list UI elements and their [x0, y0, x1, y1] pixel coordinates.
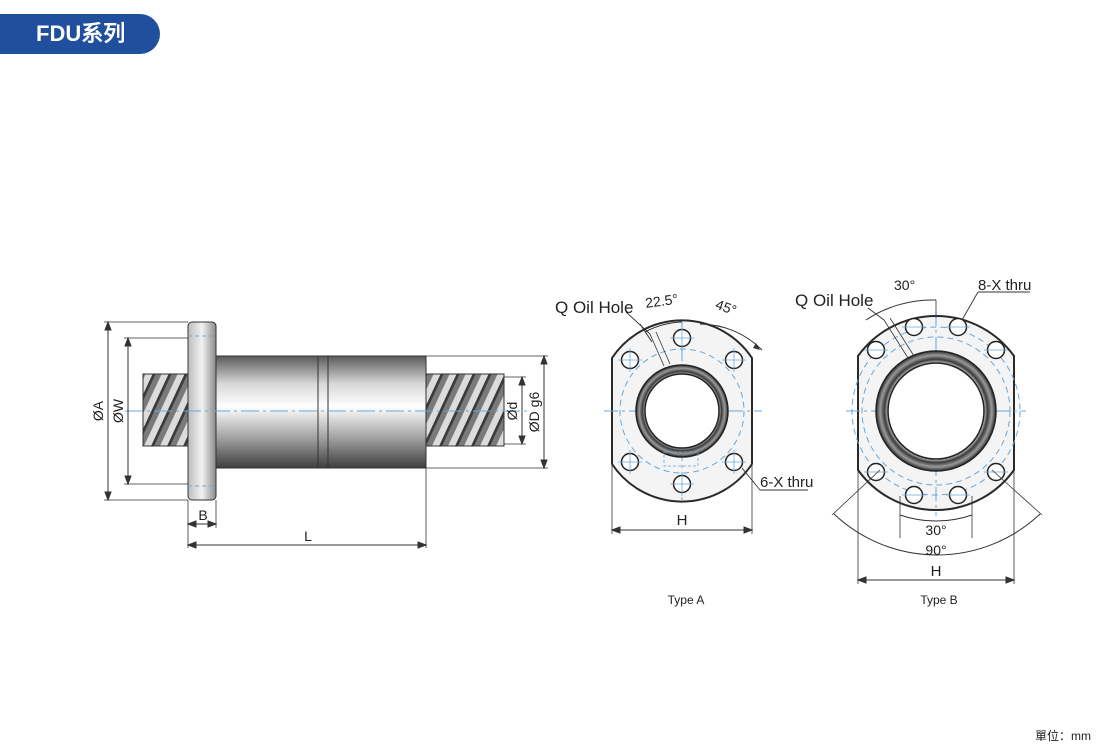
type-a-angle-2: 45°: [714, 296, 739, 318]
nut-body-1: [215, 355, 319, 469]
type-b-oil-hole: [883, 317, 915, 359]
dim-L: [186, 468, 428, 549]
type-b-thru-label: 8-X thru: [978, 277, 1031, 294]
L-label: L: [304, 528, 312, 544]
type-b-angle-top: 30°: [894, 277, 915, 293]
B-label: B: [198, 507, 207, 523]
type-b-dim-H: [856, 470, 1016, 584]
type-a-dim-H: [610, 464, 754, 534]
unit-note: 單位：mm: [1035, 729, 1091, 743]
nut-spacer: [317, 355, 329, 469]
dim-D: [426, 354, 548, 470]
type-b-oil-hole-label: Q Oil Hole: [795, 291, 873, 310]
type-a-angle-1: 22.5°: [644, 291, 679, 311]
series-title: FDU系列: [0, 14, 160, 54]
type-b-view: Q Oil Hole 30° 8-X thru 30° 90° H Type B: [795, 277, 1043, 607]
side-view: ØA ØW Ød ØD g6: [90, 320, 548, 549]
type-b-angle-bottom-2: 90°: [925, 542, 946, 558]
dia-D-label: ØD g6: [526, 392, 542, 433]
dim-B: [186, 500, 218, 548]
type-a-thru-label: 6-X thru: [760, 474, 813, 491]
dim-A: [104, 320, 188, 502]
type-a-caption: Type A: [668, 593, 705, 607]
dia-d-label: Ød: [504, 402, 520, 421]
type-a-oil-hole-label: Q Oil Hole: [555, 298, 633, 317]
dia-W-label: ØW: [110, 398, 126, 423]
type-b-angle-bottom-1: 30°: [925, 522, 946, 538]
type-b-caption: Type B: [920, 593, 957, 607]
type-b-H-label: H: [931, 563, 942, 580]
screw-shaft-right: [425, 373, 505, 447]
screw-shaft-left: [142, 373, 194, 447]
dia-A-label: ØA: [90, 400, 106, 421]
type-a-view: Q Oil Hole 22.5° 45° 6-X thru H Type A: [555, 291, 813, 607]
dim-W: [124, 336, 188, 486]
type-a-H-label: H: [677, 512, 688, 529]
dim-d: [504, 375, 526, 446]
nut-body-2: [327, 355, 427, 469]
